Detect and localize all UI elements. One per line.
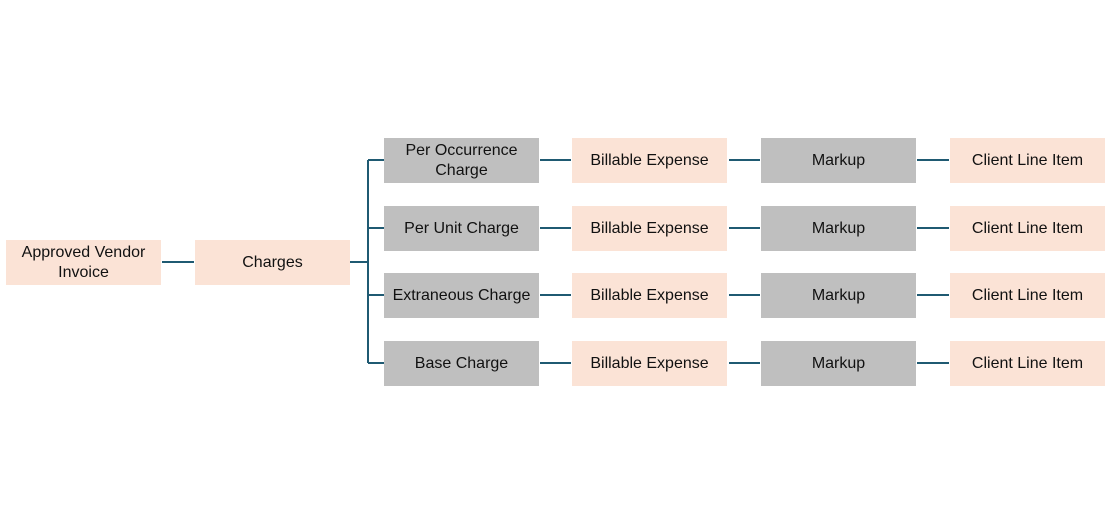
- node-charge-row-4: Base Charge: [384, 341, 539, 386]
- node-client-row-4: Client Line Item: [950, 341, 1105, 386]
- node-expense-row-1: Billable Expense: [572, 138, 727, 183]
- node-charge-row-1: Per Occurrence Charge: [384, 138, 539, 183]
- node-expense-row-4: Billable Expense: [572, 341, 727, 386]
- node-label: Client Line Item: [971, 354, 1084, 372]
- node-markup-row-4: Markup: [761, 341, 916, 386]
- node-label: Client Line Item: [971, 286, 1084, 304]
- node-label: Charges: [242, 253, 303, 271]
- node-label: Client Line Item: [971, 151, 1084, 169]
- node-label: Markup: [811, 354, 866, 372]
- node-label: Markup: [811, 219, 866, 237]
- node-charge-row-3: Extraneous Charge: [384, 273, 539, 318]
- node-label: Per Unit Charge: [404, 219, 519, 237]
- node-label: Billable Expense: [590, 151, 709, 169]
- node-label: Client Line Item: [971, 219, 1084, 237]
- node-client-row-2: Client Line Item: [950, 206, 1105, 251]
- node-markup-row-2: Markup: [761, 206, 916, 251]
- node-charge-row-2: Per Unit Charge: [384, 206, 539, 251]
- node-label: Extraneous Charge: [392, 286, 531, 304]
- node-label: Billable Expense: [590, 354, 709, 372]
- node-label: Base Charge: [414, 354, 509, 372]
- node-client-row-1: Client Line Item: [950, 138, 1105, 183]
- node-charges: Charges: [195, 240, 350, 285]
- node-label: Billable Expense: [590, 286, 709, 304]
- node-label: Per Occurrence Charge: [405, 141, 518, 179]
- node-expense-row-2: Billable Expense: [572, 206, 727, 251]
- node-expense-row-3: Billable Expense: [572, 273, 727, 318]
- node-client-row-3: Client Line Item: [950, 273, 1105, 318]
- node-markup-row-1: Markup: [761, 138, 916, 183]
- node-approved-vendor-invoice: Approved Vendor Invoice: [6, 240, 161, 285]
- node-markup-row-3: Markup: [761, 273, 916, 318]
- node-label: Markup: [811, 151, 866, 169]
- node-label: Markup: [811, 286, 866, 304]
- node-label: Approved Vendor Invoice: [21, 243, 146, 281]
- node-label: Billable Expense: [590, 219, 709, 237]
